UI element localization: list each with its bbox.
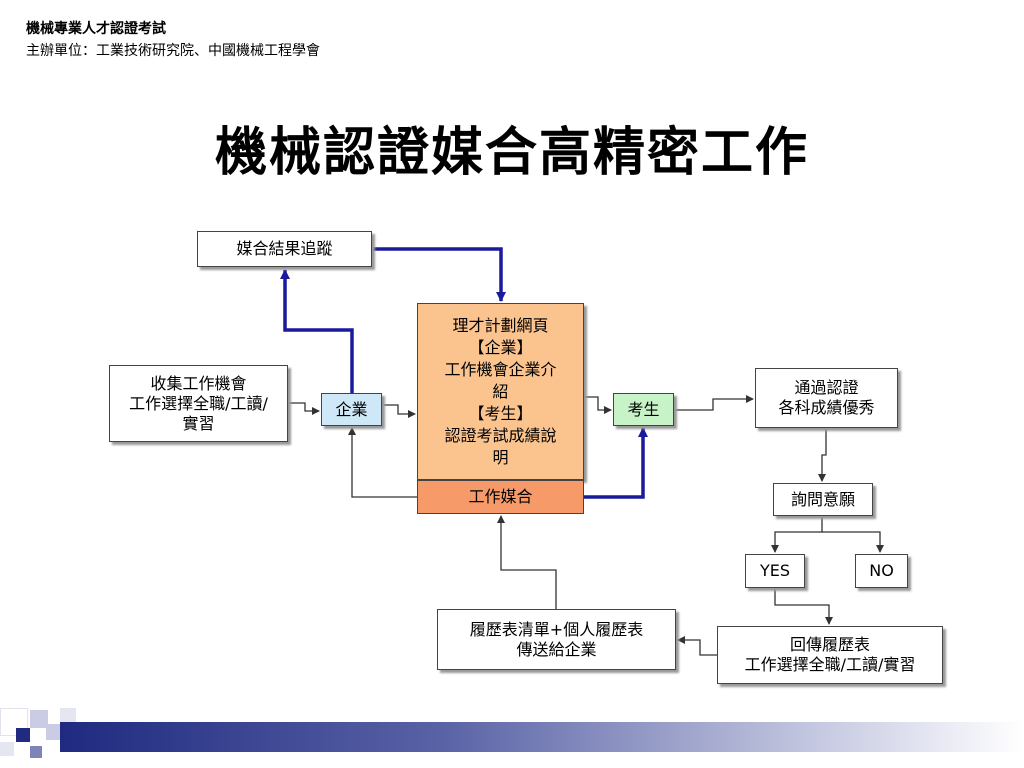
node-text-line: 媒合結果追蹤 — [236, 239, 333, 258]
node-text-line: 履歷表清單+個人履歷表 — [469, 619, 644, 639]
arrow-ask-to-no — [822, 531, 884, 553]
node-no: NO — [855, 554, 908, 588]
node-text-line: 企業 — [335, 399, 368, 419]
node-yes: YES — [745, 554, 805, 588]
node-text-line: 各科成績優秀 — [778, 398, 875, 417]
node-text-line: 工作媒合 — [468, 487, 533, 506]
arrow-yes-to-return — [774, 588, 833, 625]
node-ask-willingness: 詢問意願 — [773, 483, 873, 516]
arrow-passed-to-ask — [818, 428, 827, 482]
node-text-line: 考生 — [627, 399, 660, 419]
node-passed-certification: 通過認證各科成績優秀 — [755, 368, 898, 428]
node-text-line: NO — [869, 561, 894, 580]
node-return-resume: 回傳履歷表工作選擇全職/工讀/實習 — [717, 626, 943, 684]
node-text-line: 理才計劃網頁 — [452, 315, 549, 335]
node-text-line: 實習 — [182, 413, 215, 433]
node-company: 企業 — [321, 393, 382, 426]
node-resume-list-to-company: 履歷表清單+個人履歷表傳送給企業 — [437, 609, 676, 670]
arrow-resume-to-match — [497, 515, 557, 609]
node-text-line: 工作選擇全職/工讀/實習 — [744, 655, 916, 674]
footer-gradient-bar — [60, 722, 1024, 752]
node-candidate: 考生 — [613, 393, 674, 426]
node-job-matching: 工作媒合 — [417, 480, 584, 514]
node-text-line: 明 — [492, 447, 509, 467]
node-text-line: 工作選擇全職/工讀/ — [129, 393, 268, 413]
arrow-match-to-company — [348, 427, 417, 498]
node-text-line: 通過認證 — [794, 378, 859, 397]
arrow-ask-to-yes — [771, 516, 823, 553]
node-text-line: 回傳履歷表 — [789, 635, 870, 654]
header-exam-name: 機械專業人才認證考試 — [26, 21, 166, 37]
node-text-line: 【企業】 — [468, 337, 533, 357]
header-organizer: 主辦單位：工業技術研究院、中國機械工程學會 — [26, 43, 320, 59]
node-match-result-tracking: 媒合結果追蹤 — [197, 231, 372, 267]
node-text-line: 認證考試成績說 — [444, 425, 557, 445]
node-text-line: 收集工作機會 — [150, 373, 247, 393]
arrow-return-to-resume — [677, 636, 717, 656]
node-text-line: 傳送給企業 — [516, 639, 597, 659]
arrow-company-to-tracking — [280, 269, 354, 393]
node-talent-program-webpage: 理才計劃網頁【企業】工作機會企業介紹【考生】認證考試成績說明 — [417, 303, 584, 480]
node-text-line: 詢問意願 — [790, 489, 855, 509]
node-text-line: YES — [759, 561, 791, 580]
node-collect-job-openings: 收集工作機會工作選擇全職/工讀/實習 — [109, 365, 288, 442]
arrow-web-to-candidate — [584, 396, 612, 414]
arrow-company-to-web — [382, 404, 416, 418]
arrow-collect-to-company — [288, 402, 320, 415]
page-title: 機械認證媒合高精密工作 — [214, 122, 809, 183]
arrow-tracking-to-web — [372, 247, 506, 302]
arrow-match-to-candidate — [584, 427, 648, 499]
node-text-line: 工作機會企業介 — [444, 359, 557, 379]
node-text-line: 【考生】 — [468, 403, 533, 423]
node-text-line: 紹 — [492, 381, 509, 401]
arrow-candidate-to-passed — [674, 395, 754, 411]
